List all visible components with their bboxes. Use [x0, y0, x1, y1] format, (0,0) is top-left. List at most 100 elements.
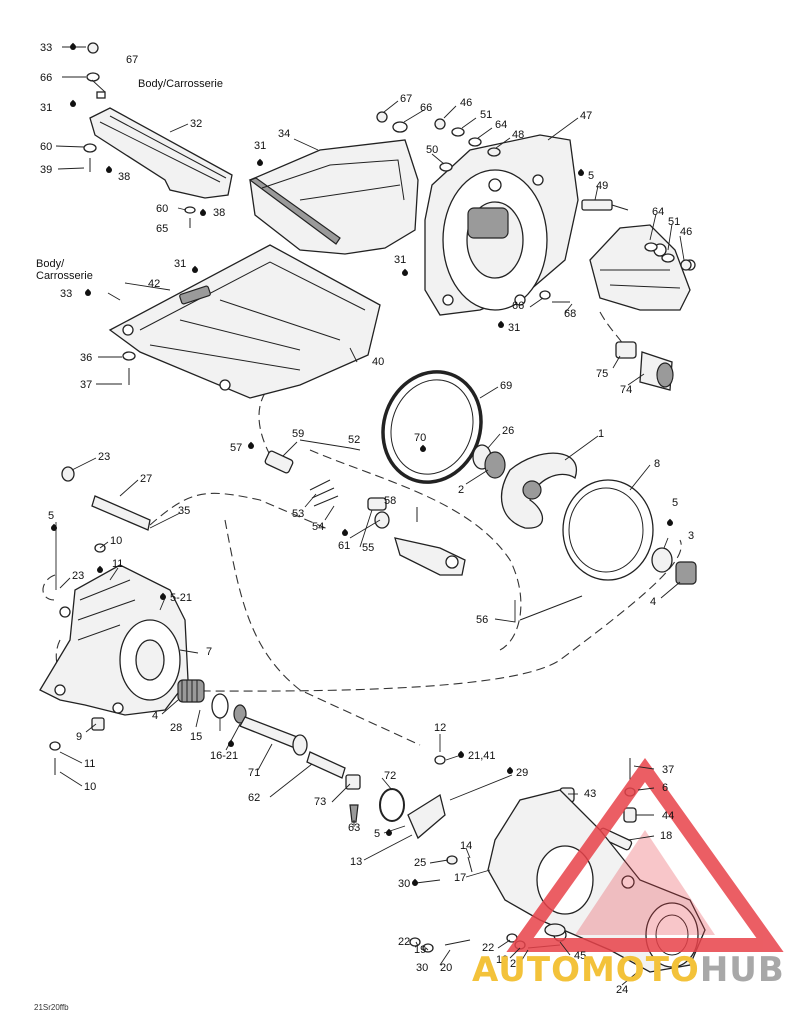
- callout-26: 26: [502, 425, 515, 437]
- callout-22: 22: [482, 942, 495, 954]
- bracket-32: [89, 91, 233, 199]
- bolt-14: [467, 856, 473, 873]
- washer-23: [61, 466, 75, 482]
- callout-5-21: 5-21: [170, 592, 193, 604]
- callout-18: 18: [660, 830, 673, 842]
- routing-dash-line: [258, 392, 271, 456]
- callout-69: 69: [500, 380, 513, 392]
- screw-63: [349, 804, 359, 823]
- callout-13: 13: [350, 856, 363, 868]
- callout-11: 11: [84, 758, 96, 770]
- callout-17: 17: [454, 872, 467, 884]
- engine-mount-right: [589, 224, 696, 311]
- routing-dash-line: [42, 574, 56, 601]
- callout-20: 20: [440, 962, 453, 974]
- callout-25: 25: [414, 857, 427, 869]
- callout-19: 19: [414, 944, 427, 956]
- callout-36: 36: [80, 352, 93, 364]
- callout-63: 63: [348, 822, 361, 834]
- wear-ring-8: [562, 479, 654, 581]
- callout-44: 44: [662, 810, 675, 822]
- bracket-56: [394, 537, 466, 576]
- callout-28: 28: [170, 722, 183, 734]
- fitting-61: [374, 511, 390, 529]
- bushing-44: [623, 807, 637, 823]
- callout-48: 48: [512, 129, 525, 141]
- callout-67: 67: [126, 54, 139, 66]
- callout-30: 30: [416, 962, 429, 974]
- watermark-text: AUTOMOTOHUB: [472, 950, 785, 990]
- callout-65: 65: [156, 223, 169, 235]
- callout-33: 33: [40, 42, 53, 54]
- label-body-left-2: Carrosserie: [36, 270, 93, 282]
- pto-housing-47: [424, 134, 579, 316]
- callout-32: 32: [190, 118, 203, 130]
- callout-5: 5: [588, 170, 595, 182]
- callout-49: 49: [596, 180, 609, 192]
- callout-64: 64: [652, 206, 665, 218]
- drive-belt-69-inner: [390, 379, 474, 475]
- cone-13: [407, 793, 446, 840]
- callout-31: 31: [508, 322, 521, 334]
- callout-47: 47: [580, 110, 593, 122]
- watermark-triangle-logo: [506, 757, 784, 952]
- callout-64: 64: [495, 119, 508, 131]
- air-duct-34: [248, 139, 419, 255]
- label-body-left-1: Body/: [36, 258, 65, 270]
- routing-dash-line: [599, 311, 625, 347]
- impeller-1: [501, 452, 578, 529]
- callout-24: 24: [616, 984, 629, 996]
- drawing-code: 21Sr20ffb: [34, 1003, 69, 1012]
- bolt-49: [581, 199, 629, 211]
- callout-53: 53: [292, 508, 305, 520]
- callout-46: 46: [680, 226, 693, 238]
- callout-67: 67: [400, 93, 413, 105]
- bolt-20: [444, 939, 471, 946]
- routing-dash-line: [149, 492, 331, 531]
- callout-43: 43: [584, 788, 597, 800]
- callout-70: 70: [414, 432, 427, 444]
- ring-15: [211, 693, 229, 719]
- callout-38: 38: [118, 171, 131, 183]
- callout-74: 74: [620, 384, 633, 396]
- routing-dash-line: [224, 519, 421, 746]
- callout-10: 10: [110, 535, 123, 547]
- callout-4: 4: [650, 596, 657, 608]
- callout-35: 35: [178, 505, 191, 517]
- callout-21-41: 21,41: [468, 750, 496, 762]
- callout-68: 68: [564, 308, 577, 320]
- callout-29: 29: [516, 767, 529, 779]
- oring-72: [379, 788, 405, 822]
- callout-20: 20: [510, 958, 523, 970]
- callout-11: 11: [112, 558, 124, 570]
- drive-shaft-71: [239, 716, 308, 756]
- callout-38: 38: [213, 207, 226, 219]
- callout-50: 50: [426, 144, 439, 156]
- callout-57: 57: [230, 442, 243, 454]
- callout-23: 23: [98, 451, 111, 463]
- callout-5: 5: [374, 828, 381, 840]
- callout-39: 39: [40, 164, 53, 176]
- callout-19: 19: [496, 954, 509, 966]
- callout-71: 71: [248, 767, 261, 779]
- callout-34: 34: [278, 128, 291, 140]
- callout-4: 4: [152, 710, 159, 722]
- callout-16-21: 16-21: [210, 750, 239, 762]
- seal-3: [651, 547, 673, 573]
- callout-31: 31: [394, 254, 407, 266]
- callout-56: 56: [476, 614, 489, 626]
- part-16: [233, 704, 247, 724]
- callout-66: 66: [420, 102, 433, 114]
- callout-72: 72: [384, 770, 397, 782]
- fitting-75: [615, 341, 637, 359]
- callout-30: 30: [398, 878, 411, 890]
- routing-dash-line: [309, 449, 522, 651]
- leader-lines: [55, 46, 685, 986]
- callout-22: 22: [398, 936, 411, 948]
- callout-27: 27: [140, 473, 153, 485]
- part-62: [306, 751, 346, 779]
- callout-31: 31: [254, 140, 267, 152]
- callout-37: 37: [80, 379, 93, 391]
